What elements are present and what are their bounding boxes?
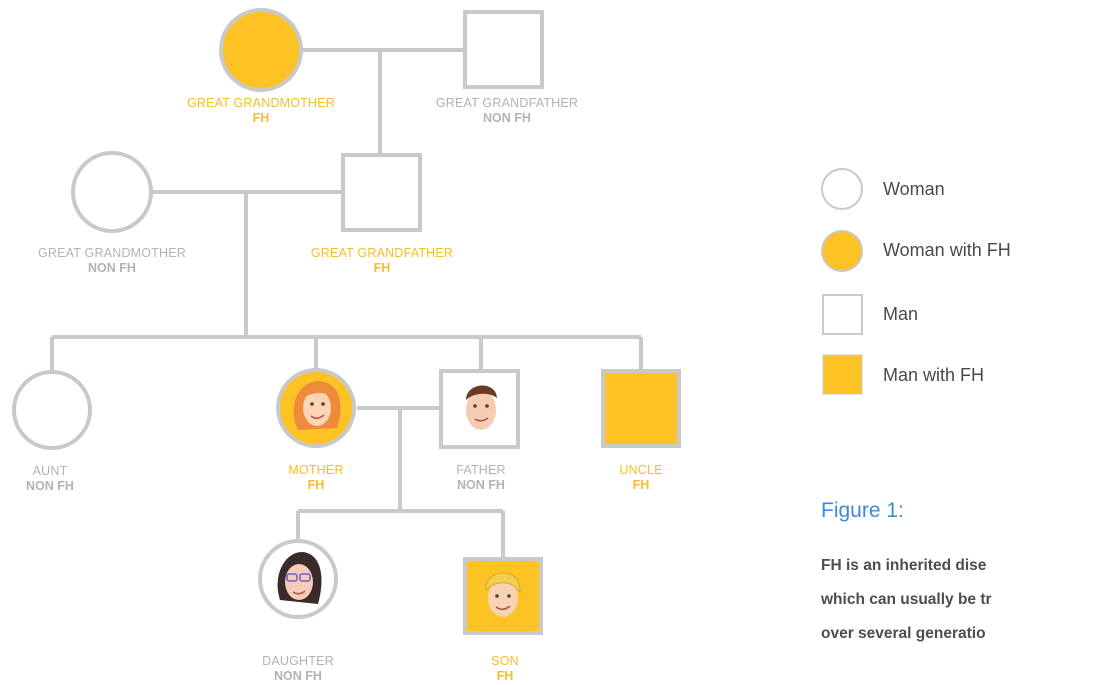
aunt-symbol bbox=[12, 370, 92, 450]
status-text: NON FH bbox=[483, 111, 531, 125]
relation-text: SON bbox=[491, 654, 519, 668]
relation-text: DAUGHTER bbox=[262, 654, 334, 668]
father-label: FATHER NON FH bbox=[456, 463, 506, 493]
mother-face-icon bbox=[293, 381, 341, 430]
relation-text: GREAT GRANDMOTHER bbox=[186, 96, 336, 110]
son-face-icon bbox=[485, 572, 521, 617]
legend-woman-fh-symbol bbox=[821, 230, 863, 272]
uncle-symbol bbox=[601, 369, 681, 448]
status-text: FH bbox=[252, 111, 270, 125]
great-grandmother-fh-symbol bbox=[219, 8, 303, 92]
status-text: NON FH bbox=[457, 478, 505, 492]
relation-text: GREAT GRANDMOTHER bbox=[37, 246, 187, 260]
relation-text: MOTHER bbox=[288, 463, 344, 477]
aunt-label: AUNT NON FH bbox=[26, 464, 74, 494]
legend-man-fh-label: Man with FH bbox=[883, 365, 985, 385]
caption-line: over several generatio bbox=[821, 625, 986, 642]
legend-man-symbol bbox=[822, 294, 863, 335]
father-face-icon bbox=[466, 385, 497, 430]
daughter-label: DAUGHTER NON FH bbox=[262, 654, 334, 684]
great-grandfather-non-fh-label: GREAT GRANDFATHER NON FH bbox=[436, 96, 578, 126]
legend-man-fh-symbol bbox=[822, 354, 863, 395]
legend-woman-symbol bbox=[821, 168, 863, 210]
status-text: FH bbox=[632, 478, 650, 492]
status-text: FH bbox=[373, 261, 391, 275]
legend-woman-fh-label: Woman with FH bbox=[883, 240, 1011, 260]
status-text: NON FH bbox=[26, 479, 74, 493]
status-text: FH bbox=[496, 669, 514, 683]
status-text: NON FH bbox=[88, 261, 136, 275]
son-symbol bbox=[463, 557, 543, 635]
daughter-face-icon bbox=[277, 552, 322, 604]
uncle-label: UNCLE FH bbox=[619, 463, 662, 493]
legend-woman-label: Woman bbox=[883, 179, 945, 199]
son-label: SON FH bbox=[491, 654, 519, 684]
great-grandmother-non-fh-symbol bbox=[71, 151, 153, 233]
figure-title: Figure 1: bbox=[821, 499, 904, 522]
great-grandmother-non-fh-label: GREAT GRANDMOTHER NON FH bbox=[38, 246, 186, 276]
legend-man-label: Man bbox=[883, 304, 919, 324]
father-symbol bbox=[439, 369, 520, 449]
great-grandmother-fh-label: GREAT GRANDMOTHER FH bbox=[187, 96, 335, 126]
caption-line: which can usually be tr bbox=[821, 591, 992, 608]
relation-text: GREAT GRANDFATHER bbox=[435, 96, 579, 110]
connector-lines bbox=[50, 48, 643, 559]
great-grandfather-fh-symbol bbox=[341, 153, 422, 232]
mother-label: MOTHER FH bbox=[288, 463, 343, 493]
great-grandfather-fh-label: GREAT GRANDFATHER FH bbox=[311, 246, 453, 276]
relation-text: UNCLE bbox=[619, 463, 663, 477]
daughter-symbol bbox=[258, 539, 338, 619]
caption-line: FH is an inherited dise bbox=[821, 557, 987, 574]
great-grandfather-non-fh-symbol bbox=[463, 10, 544, 89]
status-text: NON FH bbox=[274, 669, 322, 683]
status-text: FH bbox=[307, 478, 325, 492]
figure-caption: FH is an inherited dise which can usuall… bbox=[821, 549, 1094, 651]
relation-text: AUNT bbox=[32, 464, 68, 478]
mother-symbol bbox=[276, 368, 356, 448]
relation-text: GREAT GRANDFATHER bbox=[310, 246, 454, 260]
relation-text: FATHER bbox=[456, 463, 506, 477]
